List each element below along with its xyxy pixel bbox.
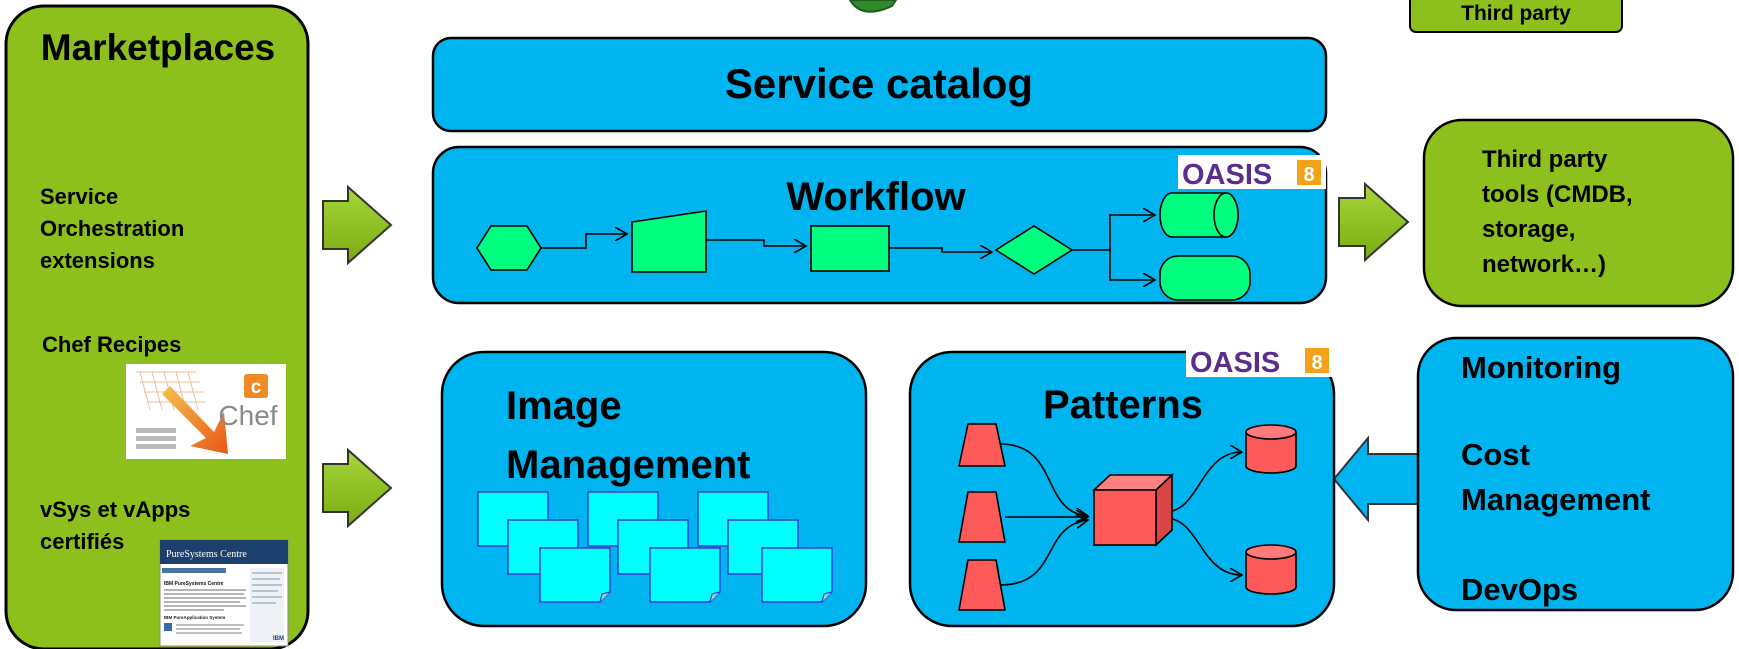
chef-logo-letter: c <box>251 377 262 398</box>
arrow-workflow-to-third-party <box>1338 181 1410 263</box>
pattern-database-bottom <box>1245 544 1297 595</box>
pattern-database-top <box>1245 424 1297 474</box>
chef-logo-text: Chef <box>218 400 277 431</box>
image-document-fold <box>709 591 721 603</box>
svg-text:OASIS: OASIS <box>1190 347 1280 379</box>
marketplaces-panel: Marketplaces Service Orchestration exten… <box>4 4 310 649</box>
puresystems-subheadline: IBM PureApplication System <box>164 615 225 620</box>
monitoring-label: Monitoring <box>1461 350 1621 385</box>
workflow-title: Workflow <box>786 175 966 219</box>
service-catalog-box: Service catalog <box>431 36 1328 133</box>
devops-label: DevOps <box>1461 572 1578 607</box>
oasis-logo-workflow: OASIS 8 <box>1178 155 1326 191</box>
oasis-logo-patterns: OASIS 8 <box>1186 343 1334 379</box>
ibm-brand: IBM <box>273 636 284 642</box>
workflow-start-hexagon <box>476 225 542 271</box>
image-management-title: Image Management <box>506 384 751 487</box>
puresystems-title: PureSystems Centre <box>166 549 247 560</box>
svg-text:8: 8 <box>1311 352 1322 374</box>
pattern-component-1 <box>958 423 1006 467</box>
arrow-marketplaces-to-workflow <box>322 184 393 266</box>
workflow-box: Workflow OASIS 8 <box>431 145 1328 305</box>
marketplace-item-vsys: vSys et vApps certifiés <box>40 497 197 554</box>
workflow-terminator-bottom <box>1159 255 1251 301</box>
marketplaces-title: Marketplaces <box>41 27 275 68</box>
workflow-data-store-top <box>1159 192 1239 238</box>
image-management-box: Image Management <box>440 350 868 628</box>
service-catalog-title: Service catalog <box>725 60 1033 107</box>
svg-text:OASIS: OASIS <box>1182 159 1272 191</box>
pattern-component-2 <box>958 491 1006 543</box>
puresystems-screenshot: PureSystems Centre IBM PureSystems Centr… <box>159 539 289 647</box>
image-document-fold <box>821 591 833 603</box>
workflow-manual-input <box>631 210 707 273</box>
workflow-process <box>810 225 890 272</box>
management-label: Management <box>1461 482 1650 517</box>
image-document-fold <box>599 591 611 603</box>
arrow-marketplaces-to-image-management <box>322 447 393 529</box>
arrow-operations-to-patterns <box>1332 435 1419 523</box>
patterns-title: Patterns <box>1043 383 1203 427</box>
legend-third-party: Third party <box>1409 0 1623 33</box>
svg-text:Third party tools (CMDB,: Third party tools (CMDB, storage, networ… <box>1482 146 1639 278</box>
pattern-central-cube <box>1091 473 1175 547</box>
marketplace-item-chef: Chef Recipes <box>42 332 181 357</box>
chef-logo-image: c Chef <box>126 364 286 459</box>
svg-text:Monitoring Cost: Monitoring Cost Management DevOps <box>1461 350 1659 607</box>
third-party-tools-box: Third party tools (CMDB, storage, networ… <box>1422 118 1735 308</box>
svg-text:8: 8 <box>1303 164 1314 186</box>
image-document <box>761 547 833 603</box>
cost-label: Cost <box>1461 437 1530 472</box>
image-documents <box>477 491 833 603</box>
puresystems-headline: IBM PureSystems Centre <box>164 581 224 587</box>
image-document <box>539 547 611 603</box>
pattern-component-3 <box>958 559 1006 611</box>
logo-fragment <box>848 0 898 13</box>
operations-box: Monitoring Cost Management DevOps <box>1416 336 1735 612</box>
legend-label: Third party <box>1461 2 1571 25</box>
patterns-box: Patterns OASIS 8 <box>908 343 1336 628</box>
image-document <box>649 547 721 603</box>
marketplace-item-orchestration: Service Orchestration extensions <box>40 184 190 273</box>
